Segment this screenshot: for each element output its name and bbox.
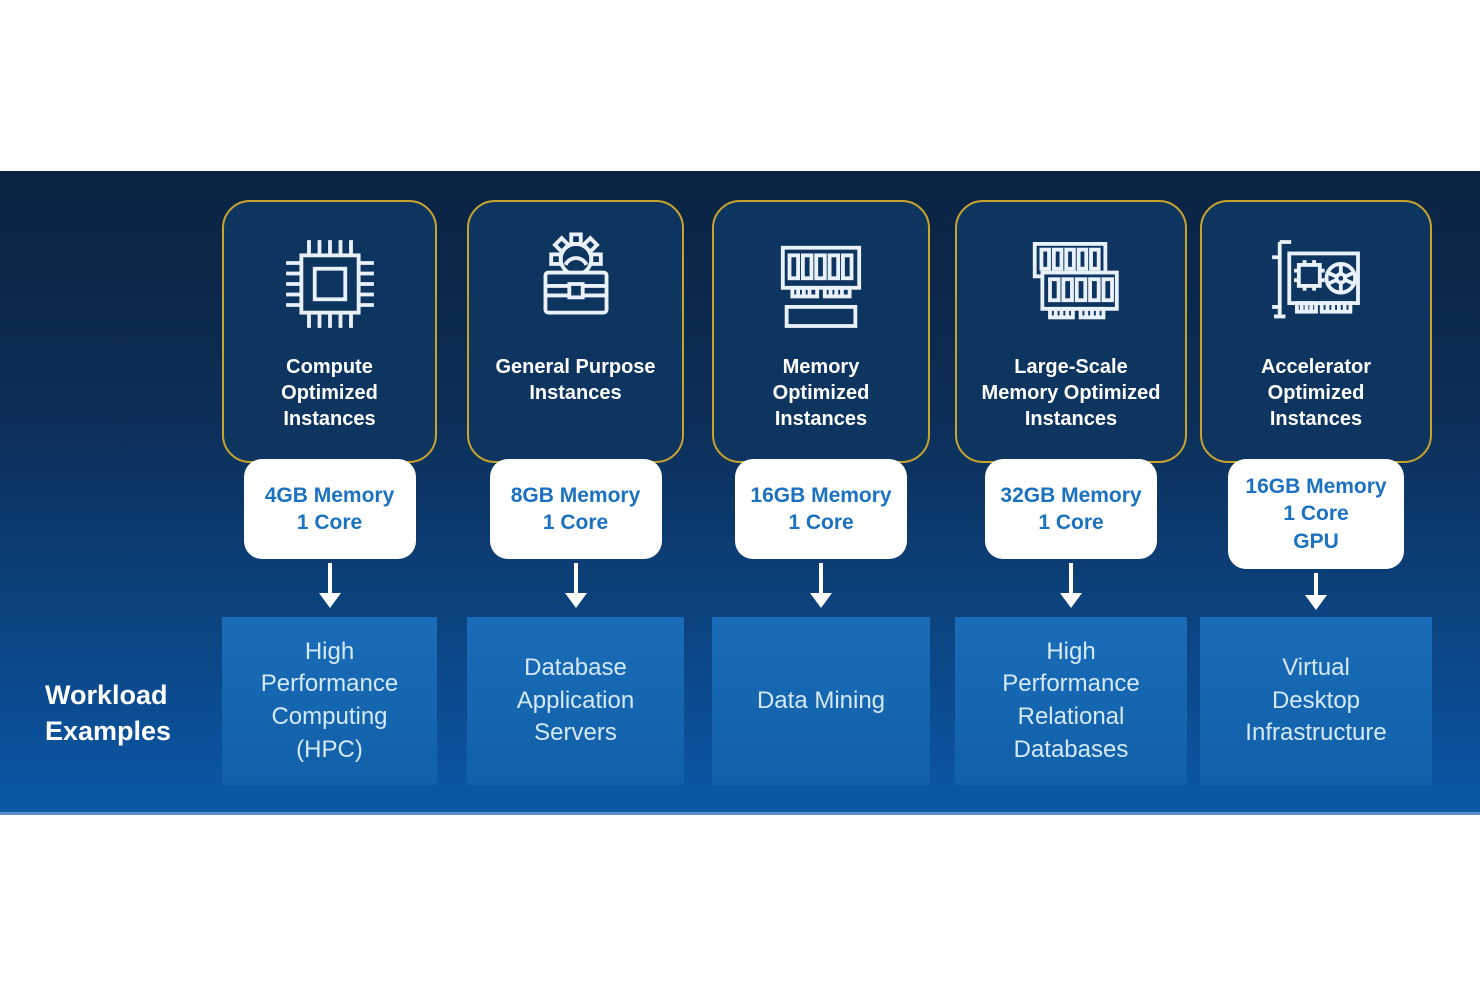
workload-box: Data Mining bbox=[712, 617, 930, 785]
workload-examples-label: Workload Examples bbox=[45, 680, 172, 746]
card-title: Accelerator Optimized Instances bbox=[1260, 356, 1372, 430]
dual-memory-modules-icon bbox=[1008, 216, 1134, 352]
spec-box: 16GB Memory 1 Core bbox=[735, 459, 907, 559]
instance-card: Large-Scale Memory Optimized Instances bbox=[955, 200, 1187, 463]
column-large-scale-memory-optimized: Large-Scale Memory Optimized Instances 3… bbox=[955, 200, 1187, 800]
column-accelerator-optimized: Accelerator Optimized Instances 16GB Mem… bbox=[1200, 200, 1432, 800]
card-title: General Purpose Instances bbox=[495, 356, 656, 404]
down-arrow-icon bbox=[564, 563, 587, 608]
memory-module-icon bbox=[758, 216, 884, 352]
instance-card: General Purpose Instances bbox=[467, 200, 684, 463]
cpu-chip-icon bbox=[267, 216, 393, 352]
column-general-purpose: General Purpose Instances 8GB Memory 1 C… bbox=[467, 200, 684, 800]
workload-box: High Performance Computing (HPC) bbox=[222, 617, 437, 785]
instance-card: Memory Optimized Instances bbox=[712, 200, 930, 463]
down-arrow-icon bbox=[318, 563, 341, 608]
card-title: Large-Scale Memory Optimized Instances bbox=[981, 356, 1161, 430]
down-arrow-icon bbox=[1305, 573, 1327, 610]
instance-card: Compute Optimized Instances bbox=[222, 200, 437, 463]
workload-box: Database Application Servers bbox=[467, 617, 684, 785]
spec-box: 8GB Memory 1 Core bbox=[489, 459, 662, 559]
workload-box: High Performance Relational Databases bbox=[955, 617, 1187, 785]
workload-box: Virtual Desktop Infrastructure bbox=[1200, 617, 1432, 785]
down-arrow-icon bbox=[810, 563, 832, 608]
spec-box: 32GB Memory 1 Core bbox=[985, 459, 1157, 559]
card-title: Memory Optimized Instances bbox=[772, 356, 870, 430]
toolbox-gear-icon bbox=[513, 216, 639, 352]
column-memory-optimized: Memory Optimized Instances 16GB Memory 1… bbox=[712, 200, 930, 800]
column-compute-optimized: Compute Optimized Instances 4GB Memory 1… bbox=[222, 200, 437, 800]
spec-box: 4GB Memory 1 Core bbox=[243, 459, 416, 559]
instance-card: Accelerator Optimized Instances bbox=[1200, 200, 1432, 463]
down-arrow-icon bbox=[1060, 563, 1082, 608]
card-title: Compute Optimized Instances bbox=[281, 356, 378, 430]
spec-box: 16GB Memory 1 Core GPU bbox=[1228, 459, 1404, 569]
gpu-card-icon bbox=[1253, 216, 1379, 352]
